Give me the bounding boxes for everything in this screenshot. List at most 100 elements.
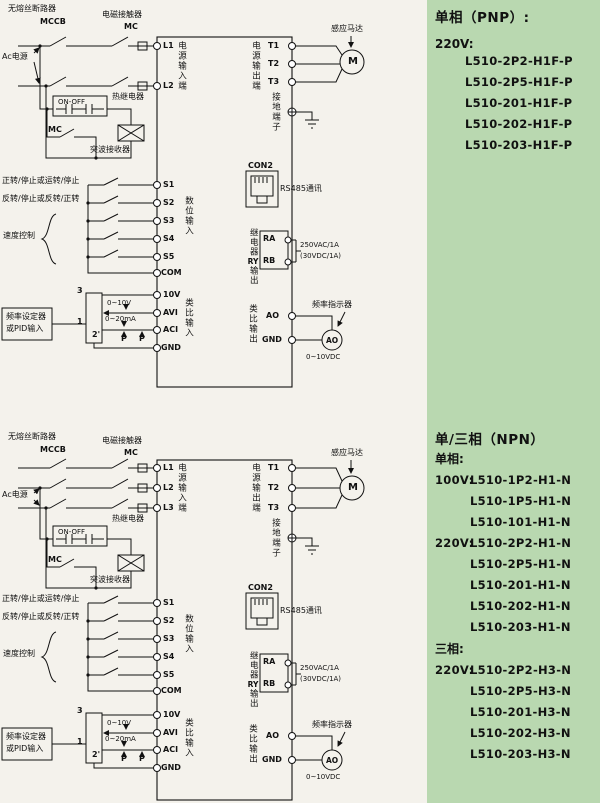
input-wiring	[18, 36, 157, 91]
mc-label: MC	[124, 22, 138, 31]
model-item: L510-1P5-H1-N	[470, 494, 572, 508]
analog-output-label: 类比输出	[247, 304, 258, 344]
con2-label: CON2	[248, 583, 273, 592]
motor-label: 感应马达	[331, 448, 363, 457]
meter-ao-label: AO	[326, 336, 339, 345]
terminal-l3: L3	[163, 503, 174, 512]
output-wiring	[292, 36, 365, 129]
terminal-s5: S5	[163, 252, 175, 261]
pot-pin-2: 2'	[92, 330, 101, 339]
model-item: L510-202-H1F-P	[465, 117, 573, 131]
terminal-t2: T2	[268, 483, 280, 492]
model-item: L510-201-H1-N	[470, 578, 571, 592]
con2-label: CON2	[248, 161, 273, 170]
digital-input-label: 数位输入	[183, 614, 194, 654]
junction-dots	[38, 486, 98, 677]
speed-control-label: 速度控制	[3, 231, 35, 240]
digital-input-label: 数位输入	[183, 196, 194, 236]
sidebar: 单相（PNP）: 220V: L510-2P2-H1F-P L510-2P5-H…	[427, 0, 600, 803]
mc-coil-label: MC	[48, 125, 62, 134]
analog-input-label: 类比输入	[183, 298, 194, 338]
voltage-prefix	[435, 554, 470, 575]
terminal-t3: T3	[268, 503, 280, 512]
model-row: L510-201-H1-N	[435, 575, 598, 596]
pot-pin-1: 1	[77, 317, 83, 326]
relay-spec-2: (30VDC/1A)	[300, 252, 342, 260]
input-wiring	[18, 458, 157, 513]
voltage-prefix: 220V:	[435, 536, 474, 550]
relay-spec-2: (30VDC/1A)	[300, 675, 342, 683]
voltage-prefix: 100V:	[435, 473, 474, 487]
model-item: L510-2P5-H3-N	[470, 684, 572, 698]
jumper-p1: P	[121, 754, 127, 763]
terminal-ao: AO	[266, 311, 279, 320]
terminal-l1: L1	[163, 463, 174, 472]
relay-spec-1: 250VAC/1A	[300, 241, 339, 249]
power-output-label: 电源输出端	[250, 463, 261, 513]
terminal-s1: S1	[163, 598, 175, 607]
terminal-gnd-out: GND	[262, 335, 282, 344]
pot-pin-1: 1	[77, 737, 83, 746]
model-item: L510-202-H3-N	[470, 726, 571, 740]
model-row: L510-2P5-H1-N	[435, 554, 598, 575]
relay-label-part3: 输出	[248, 266, 259, 285]
power-input-label: 电源输入端	[176, 41, 187, 91]
ground-terminal-cross	[288, 534, 296, 542]
range-0-10v: 0~10V	[107, 299, 132, 307]
wiring-svg-npn	[1, 458, 365, 801]
terminal-s4: S4	[163, 652, 175, 661]
relay-output-label: 继电器 RY 输出	[246, 651, 260, 708]
voltage-prefix	[435, 681, 470, 702]
terminal-gnd-out: GND	[262, 755, 282, 764]
voltage-prefix	[435, 575, 470, 596]
control-circuit	[39, 488, 145, 589]
model-item: L510-1P2-H1-N	[470, 473, 572, 487]
forward-stop-label: 正转/停止或运转/停止	[2, 176, 80, 185]
analog-output-label: 类比输出	[247, 724, 258, 764]
model-item: L510-2P5-H1-N	[470, 557, 572, 571]
terminal-gnd-in: GND	[161, 343, 181, 352]
jumper-p1: P	[121, 334, 127, 343]
model-row: L510-203-H1-N	[435, 617, 598, 638]
freq-setter-label-1: 频率设定器	[6, 732, 46, 741]
model-row: 100V: L510-1P2-H1-N	[435, 470, 598, 491]
model-row: L510-101-H1-N	[435, 512, 598, 533]
voltage-prefix: 220V:	[435, 663, 474, 677]
surge-absorber-label: 突波接收器	[90, 145, 130, 154]
mc-coil-label: MC	[48, 555, 62, 564]
model-item: L510-203-H1-N	[470, 620, 571, 634]
terminal-rb: RB	[263, 679, 276, 688]
wiring-svg-pnp	[1, 36, 365, 388]
relay-label-part3: 输出	[248, 689, 259, 708]
model-item: L510-101-H1-N	[470, 515, 571, 529]
output-wiring	[292, 460, 365, 555]
model-item: L510-203-H3-N	[470, 747, 571, 761]
terminal-l2: L2	[163, 483, 174, 492]
digital-input-wiring	[40, 595, 157, 692]
analog-input-wiring	[1, 292, 157, 349]
surge-absorber-label: 突波接收器	[90, 575, 130, 584]
jumper-p2: P	[139, 334, 145, 343]
pnp-section: 单相（PNP）: 220V: L510-2P2-H1F-P L510-2P5-H…	[435, 6, 600, 156]
relay-output-label: 继电器 RY 输出	[246, 228, 260, 285]
freq-indicator-label: 频率指示器	[312, 300, 352, 309]
pnp-title: 单相（PNP）:	[435, 10, 530, 26]
on-off-label: ON-OFF	[58, 528, 86, 536]
voltage-prefix	[435, 744, 470, 765]
terminal-10v: 10V	[163, 710, 181, 719]
terminal-l1: L1	[163, 41, 174, 50]
terminal-s4: S4	[163, 234, 175, 243]
con2-connector	[245, 170, 279, 208]
mc-label: MC	[124, 448, 138, 457]
motor-symbol: M	[348, 56, 358, 67]
model-item: L510-201-H1F-P	[465, 96, 573, 110]
model-row: L510-202-H3-N	[435, 723, 598, 744]
model-row: L510-203-H3-N	[435, 744, 598, 765]
con2-connector	[245, 592, 279, 630]
model-row: L510-2P5-H3-N	[435, 681, 598, 702]
power-output-label: 电源输出端	[250, 41, 261, 91]
npn-section: 单/三相（NPN） 单相: 100V: L510-1P2-H1-N L510-1…	[435, 428, 598, 765]
voltage-prefix	[435, 723, 470, 744]
range-0-20ma: 0~20mA	[105, 315, 136, 323]
inverter-box	[156, 36, 293, 388]
